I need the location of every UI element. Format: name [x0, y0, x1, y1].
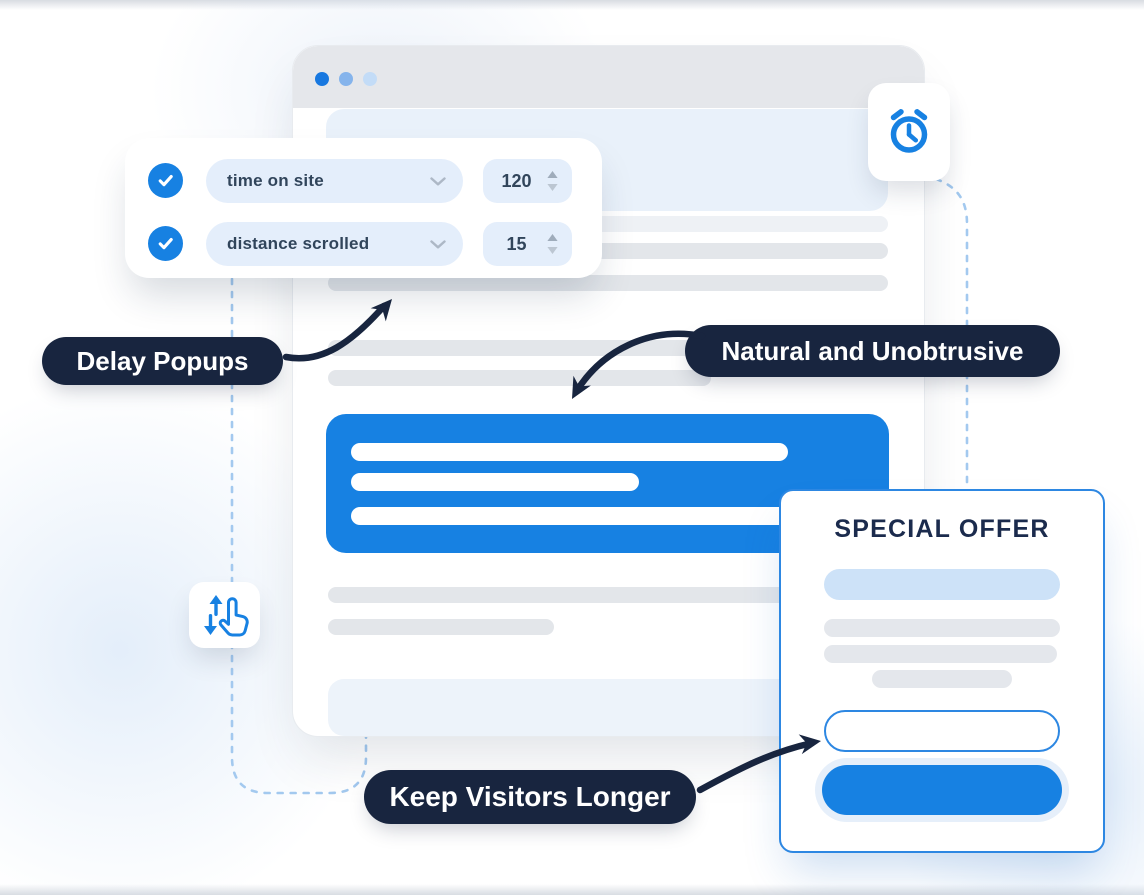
page-bottom-edge	[0, 884, 1144, 895]
scroll-card	[189, 582, 260, 648]
popup-trigger-panel: time on site 120 distance scrolled	[125, 138, 602, 278]
label-keep-visitors-longer: Keep Visitors Longer	[364, 770, 696, 824]
window-control-dot-1[interactable]	[315, 72, 329, 86]
timer-card	[868, 83, 950, 181]
stepper-up-down-icon[interactable]	[546, 233, 559, 255]
chevron-down-icon	[430, 239, 446, 249]
popup-text-line	[351, 507, 831, 525]
special-offer-popup: SPECIAL OFFER	[779, 489, 1105, 853]
scroll-gesture-icon	[203, 595, 249, 637]
trigger-type-label: distance scrolled	[227, 234, 370, 253]
trigger-checkbox[interactable]	[148, 163, 183, 198]
trigger-row: distance scrolled 15	[125, 222, 602, 266]
offer-title: SPECIAL OFFER	[834, 515, 1050, 543]
trigger-value-stepper[interactable]: 15	[483, 222, 572, 266]
offer-text-line	[872, 670, 1012, 688]
label-delay-popups: Delay Popups	[42, 337, 283, 385]
alarm-clock-icon	[890, 109, 928, 153]
label-text: Natural and Unobtrusive	[721, 335, 1024, 366]
offer-highlight-line	[824, 569, 1060, 600]
trigger-value: 15	[506, 233, 527, 254]
browser-titlebar	[293, 46, 924, 108]
content-line	[328, 587, 801, 603]
offer-text-line	[824, 645, 1057, 663]
check-icon	[158, 237, 173, 250]
trigger-row: time on site 120	[125, 159, 602, 203]
content-line	[328, 275, 888, 291]
stepper-up-down-icon[interactable]	[546, 170, 559, 192]
trigger-value-stepper[interactable]: 120	[483, 159, 572, 203]
window-control-dot-2[interactable]	[339, 72, 353, 86]
trigger-type-dropdown[interactable]: distance scrolled	[206, 222, 463, 266]
content-line	[328, 619, 554, 635]
offer-text-line	[824, 619, 1060, 637]
label-text: Keep Visitors Longer	[389, 781, 671, 812]
trigger-type-dropdown[interactable]: time on site	[206, 159, 463, 203]
content-line	[328, 370, 711, 386]
label-text: Delay Popups	[76, 345, 249, 376]
trigger-value: 120	[501, 170, 532, 191]
label-natural-unobtrusive: Natural and Unobtrusive	[685, 325, 1060, 377]
chevron-down-icon	[430, 176, 446, 186]
trigger-type-label: time on site	[227, 171, 324, 190]
offer-email-input[interactable]	[824, 710, 1060, 752]
window-control-dot-3[interactable]	[363, 72, 377, 86]
popup-text-line	[351, 473, 639, 491]
check-icon	[158, 174, 173, 187]
offer-submit-button[interactable]	[822, 765, 1062, 815]
popup-text-line	[351, 443, 788, 461]
trigger-checkbox[interactable]	[148, 226, 183, 261]
